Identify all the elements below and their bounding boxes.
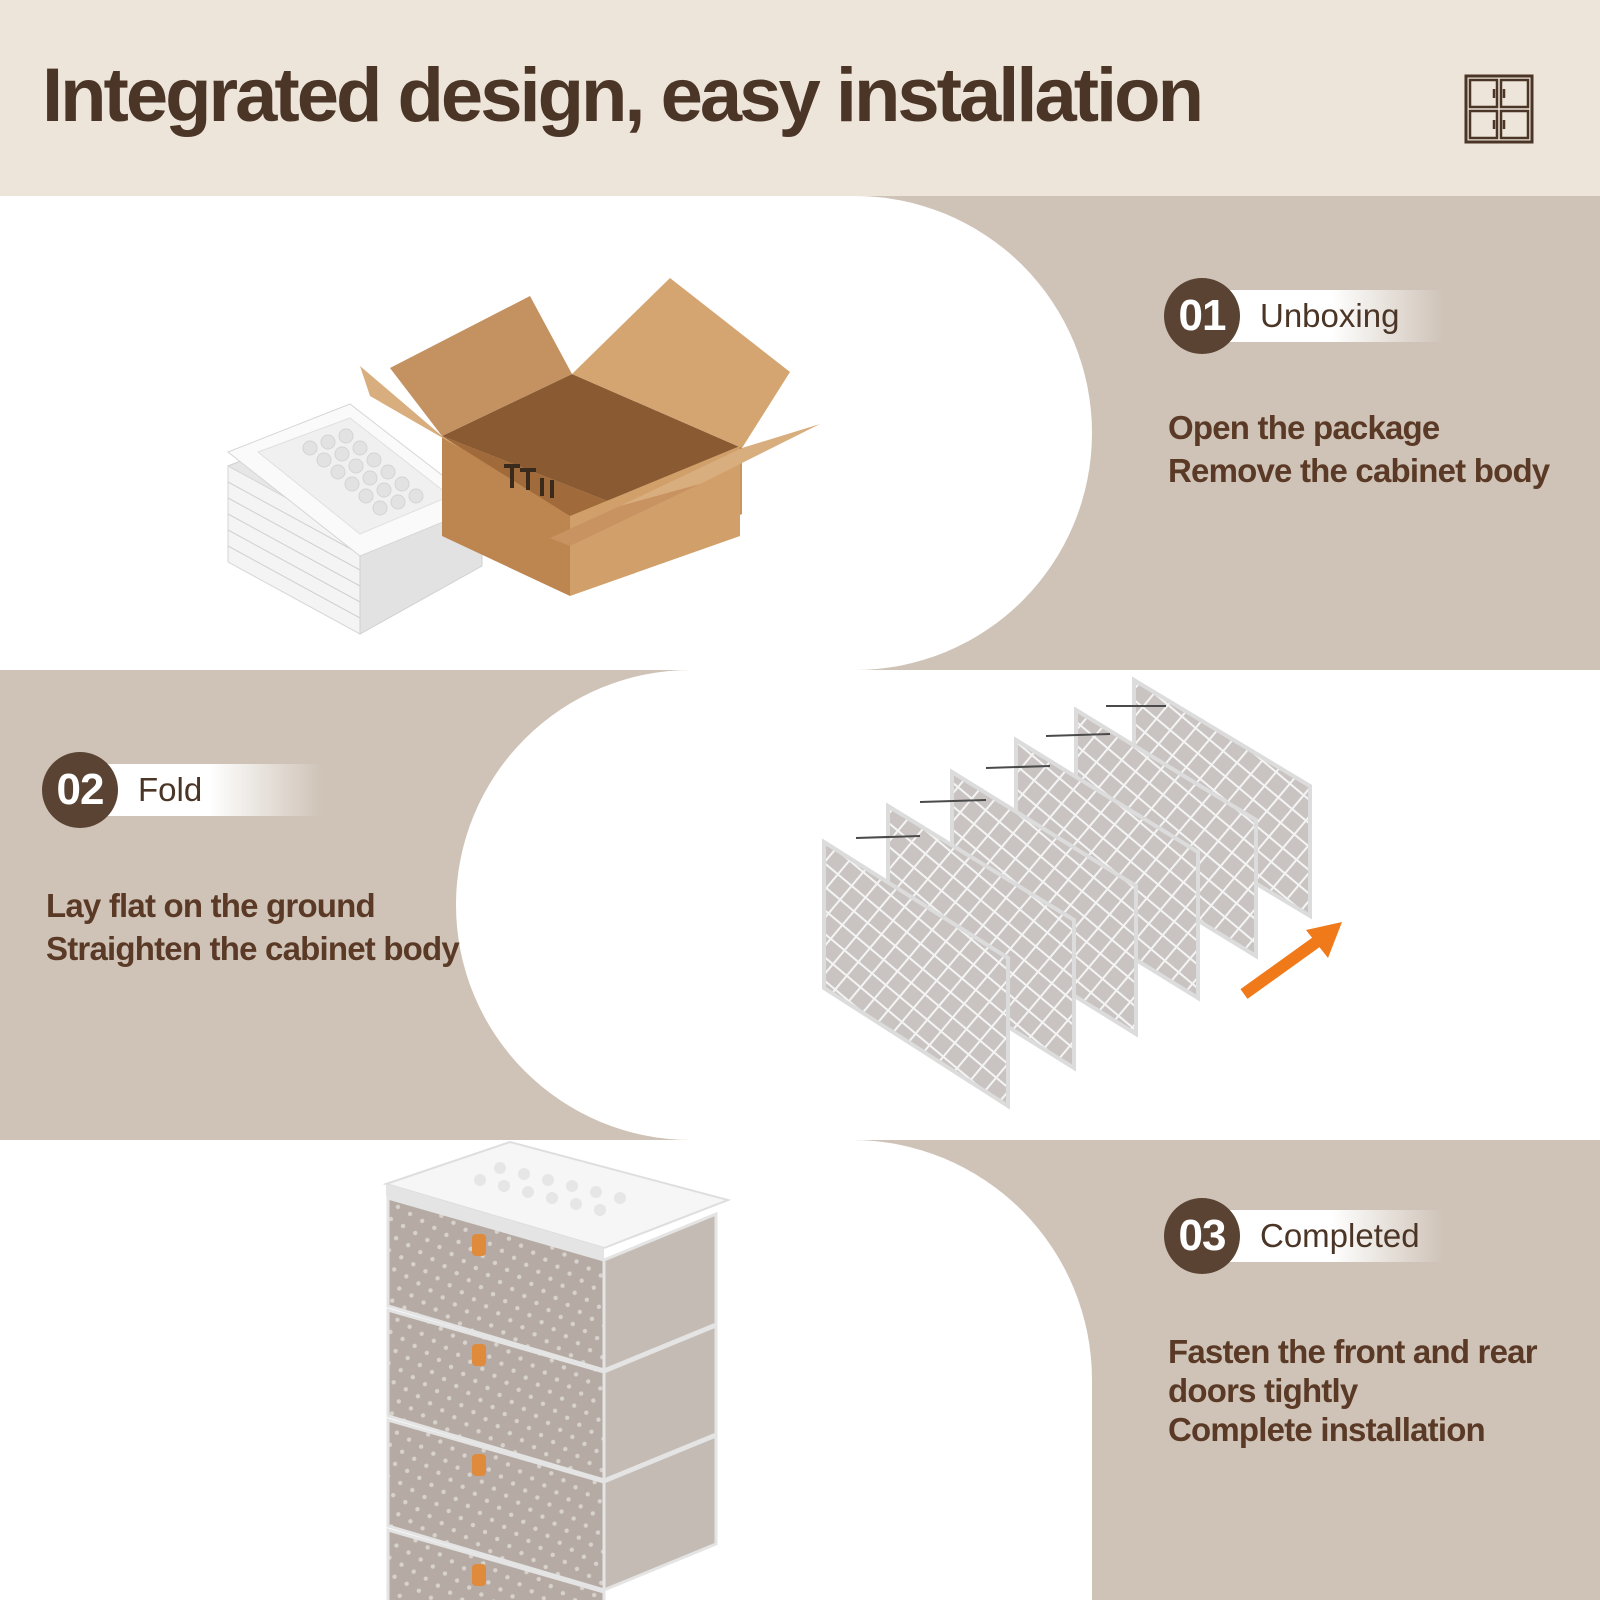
step-badge-03: 03 Completed bbox=[1164, 1198, 1444, 1274]
step-badge-02: 02 Fold bbox=[42, 752, 322, 828]
folded-cabinet-illustration bbox=[822, 676, 1342, 1110]
step-label: Fold bbox=[138, 771, 203, 808]
step-section-fold: 02 Fold Lay flat on the ground Straighte… bbox=[0, 670, 1600, 1140]
step-number: 01 bbox=[1164, 278, 1240, 354]
step-label: Unboxing bbox=[1260, 297, 1400, 334]
step-description: Lay flat on the ground Straighten the ca… bbox=[46, 887, 460, 967]
step-label: Completed bbox=[1260, 1217, 1420, 1254]
header: Integrated design, easy installation bbox=[0, 0, 1600, 196]
cabinet-grid-icon bbox=[1464, 74, 1534, 144]
step-description: Open the package Remove the cabinet body bbox=[1168, 409, 1550, 489]
step-number: 03 bbox=[1164, 1198, 1240, 1274]
cardboard-box-illustration bbox=[227, 278, 820, 635]
step-description: Fasten the front and rear doors tightly … bbox=[1168, 1333, 1538, 1448]
step-number: 02 bbox=[42, 752, 118, 828]
step-section-completed: 03 Completed Fasten the front and rear d… bbox=[0, 1140, 1600, 1600]
step-badge-01: 01 Unboxing bbox=[1164, 278, 1444, 354]
page-title: Integrated design, easy installation bbox=[42, 53, 1204, 138]
step-section-unboxing: 01 Unboxing Open the package Remove the … bbox=[0, 196, 1600, 670]
stacked-drawers-illustration bbox=[382, 1140, 732, 1600]
